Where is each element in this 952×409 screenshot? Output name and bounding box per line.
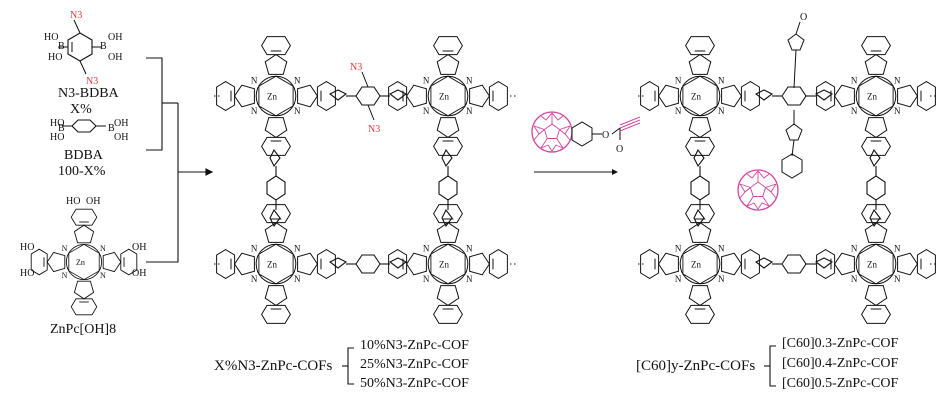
oh-label-2: OH bbox=[108, 52, 122, 63]
c60-cof-family-label: [C60]y-ZnPc-COFs bbox=[636, 358, 756, 374]
oh-label-7: OH bbox=[132, 268, 146, 279]
ho-label-1: HO bbox=[44, 32, 58, 43]
n3-bdba-structure bbox=[58, 19, 102, 75]
n3-cof-item-3: 50%N3-ZnPc-COF bbox=[360, 376, 469, 391]
oh-label-4: OH bbox=[114, 132, 128, 143]
n3-cof-item-1: 10%N3-ZnPc-COF bbox=[360, 338, 469, 353]
azide-label-top: N3 bbox=[70, 10, 82, 21]
azide-label-mid-bottom: N3 bbox=[368, 124, 380, 135]
azide-label-mid-top: N3 bbox=[350, 62, 362, 73]
ho-label-4: HO bbox=[50, 132, 64, 143]
c60-cof-item-1: [C60]0.3-ZnPc-COF bbox=[782, 336, 899, 351]
c60-alkyne-reagent: O O bbox=[531, 111, 641, 155]
n3-cof-lattice bbox=[216, 36, 508, 324]
n3-cof-family-label: X%N3-ZnPc-COFs bbox=[214, 358, 333, 374]
product-brace-left bbox=[342, 347, 354, 385]
product-brace-right bbox=[764, 345, 776, 387]
bdba-name: BDBA bbox=[64, 148, 103, 163]
reagent-bracket bbox=[146, 57, 214, 263]
ester-o-label: O bbox=[602, 130, 609, 141]
n3-cof-item-2: 25%N3-ZnPc-COF bbox=[360, 357, 469, 372]
ho-label-5: HO bbox=[66, 196, 80, 207]
oh-label-5: OH bbox=[86, 196, 100, 207]
znpc-oh8-name: ZnPc[OH]8 bbox=[50, 322, 117, 337]
b-label-2: B bbox=[100, 41, 107, 52]
bdba-percentage: 100-X% bbox=[58, 164, 106, 179]
c60-cof-item-3: [C60]0.5-ZnPc-COF bbox=[782, 376, 899, 391]
reaction-arrow bbox=[534, 169, 618, 175]
ester-o-label-right: O bbox=[800, 12, 807, 23]
ho-label-7: HO bbox=[20, 268, 34, 279]
ho-label-6: HO bbox=[20, 242, 34, 253]
bdba-structure bbox=[62, 119, 106, 133]
carbonyl-o-label: O bbox=[616, 144, 623, 155]
lattice-extension-marks bbox=[214, 95, 938, 265]
n3-bdba-name: N3-BDBA bbox=[58, 86, 119, 101]
b-label-4: B bbox=[108, 123, 115, 134]
c60-cof-lattice bbox=[640, 21, 936, 324]
c60-cof-item-2: [C60]0.4-ZnPc-COF bbox=[782, 356, 899, 371]
b-label-1: B bbox=[58, 41, 65, 52]
oh-label-1: OH bbox=[108, 32, 122, 43]
ho-label-3: HO bbox=[50, 118, 64, 129]
oh-label-6: OH bbox=[132, 242, 146, 253]
oh-label-3: OH bbox=[114, 118, 128, 129]
azide-label-bottom: N3 bbox=[86, 76, 98, 87]
znpc-oh8-structure bbox=[30, 208, 138, 316]
b-label-3: B bbox=[58, 123, 65, 134]
n3-bdba-percentage: X% bbox=[70, 102, 92, 117]
ho-label-2: HO bbox=[48, 52, 62, 63]
